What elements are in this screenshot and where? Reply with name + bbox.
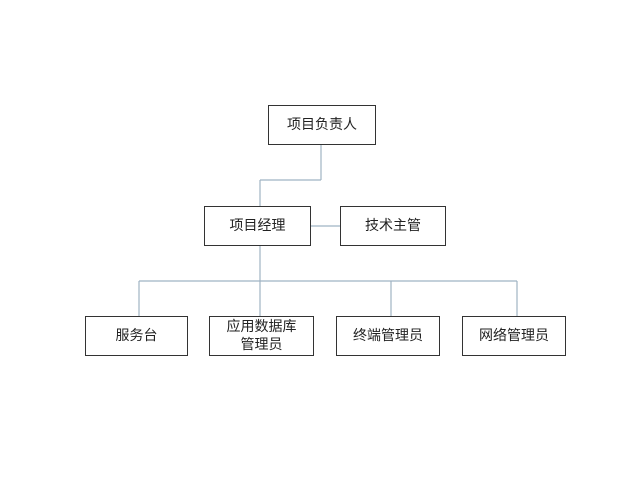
- node-terminal-admin: 终端管理员: [336, 316, 440, 356]
- node-project-lead-label: 项目负责人: [287, 117, 357, 133]
- node-app-db-admin: 应用数据库 管理员: [209, 316, 314, 356]
- node-network-admin: 网络管理员: [462, 316, 566, 356]
- node-project-manager: 项目经理: [204, 206, 311, 246]
- node-project-manager-label: 项目经理: [229, 218, 286, 234]
- node-network-admin-label: 网络管理员: [479, 328, 549, 344]
- node-app-db-admin-label-line2: 管理员: [240, 337, 283, 353]
- node-service-desk: 服务台: [85, 316, 188, 356]
- node-technical-lead-label: 技术主管: [365, 218, 421, 234]
- node-technical-lead: 技术主管: [340, 206, 446, 246]
- node-app-db-admin-label-line1: 应用数据库: [226, 319, 297, 335]
- node-project-lead: 项目负责人: [268, 105, 376, 145]
- node-terminal-admin-label: 终端管理员: [353, 328, 423, 344]
- node-service-desk-label: 服务台: [115, 328, 158, 344]
